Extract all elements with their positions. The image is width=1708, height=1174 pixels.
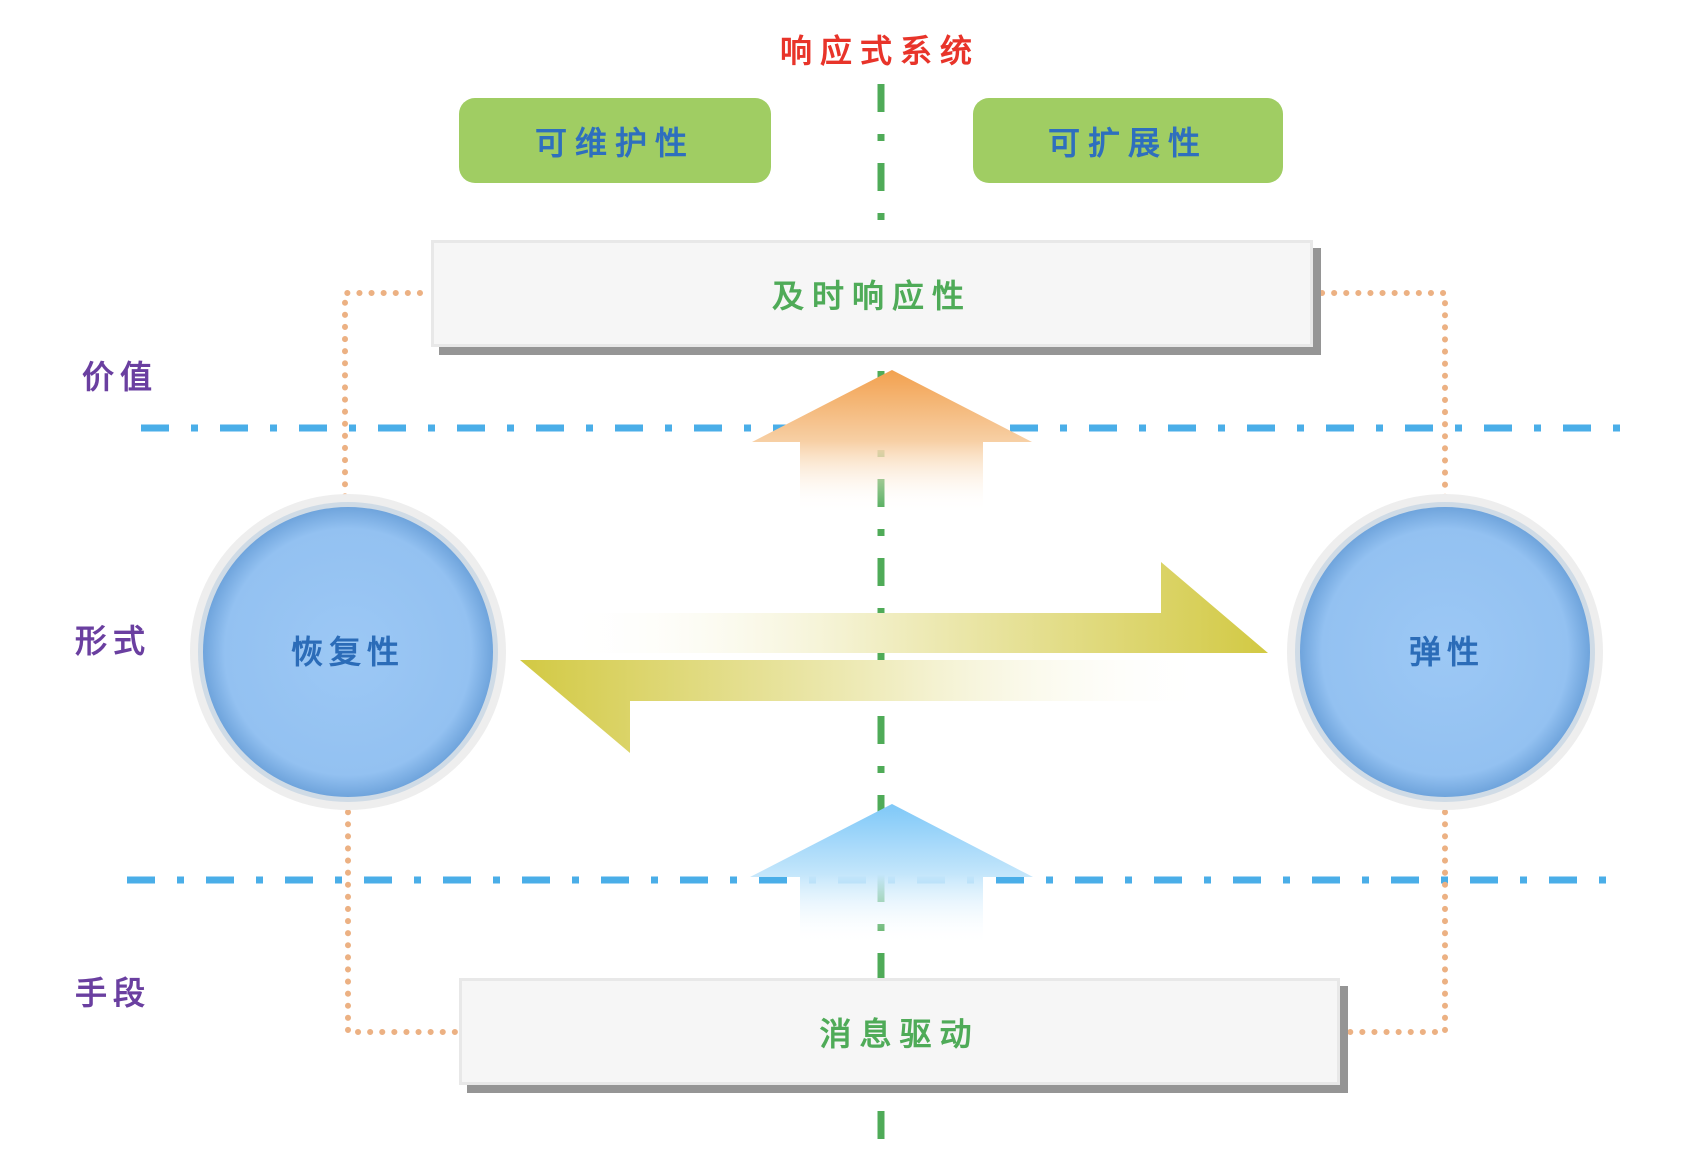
connector-right-bottom <box>1347 797 1448 1035</box>
up-arrow-to-value <box>752 370 1032 512</box>
layer-label-form: 形式 <box>75 622 152 660</box>
value-box-maintainability: 可维护性 <box>459 98 771 183</box>
connector-left-top <box>342 290 423 508</box>
up-arrow-to-form <box>750 804 1033 945</box>
layer-label-means: 手段 <box>75 974 152 1012</box>
diagram-title: 响应式系统 <box>779 32 980 70</box>
circle-recovery-label: 恢复性 <box>291 633 405 671</box>
value-box-maintainability-label: 可维护性 <box>534 123 695 162</box>
message-driven-box: 消息驱动 <box>459 978 1340 1085</box>
connector-right-top <box>1319 290 1448 508</box>
responsiveness-box: 及时响应性 <box>431 240 1313 347</box>
circle-elastic: 弹性 <box>1287 494 1603 810</box>
arrow-elastic-to-recovery <box>520 660 1210 753</box>
value-box-scalability-label: 可扩展性 <box>1047 123 1208 162</box>
circle-elastic-label: 弹性 <box>1409 633 1485 671</box>
layer-label-value: 价值 <box>82 358 159 396</box>
circle-recovery: 恢复性 <box>190 494 506 810</box>
value-box-scalability: 可扩展性 <box>973 98 1283 183</box>
message-driven-label: 消息驱动 <box>819 1014 980 1053</box>
connector-left-bottom <box>345 797 459 1035</box>
responsiveness-label: 及时响应性 <box>771 276 972 315</box>
arrow-recovery-to-elastic <box>560 562 1268 653</box>
